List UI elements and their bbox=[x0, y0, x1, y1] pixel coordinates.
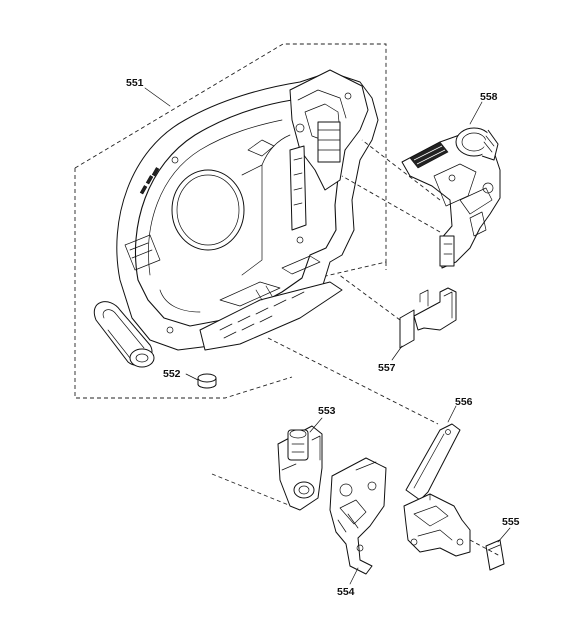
part-556-arm bbox=[403, 423, 471, 557]
leader-553 bbox=[309, 417, 323, 433]
callout-552: 552 bbox=[163, 368, 181, 380]
align-553 bbox=[211, 473, 297, 509]
assembly-boundary bbox=[74, 43, 387, 399]
callout-555: 555 bbox=[502, 516, 520, 528]
callout-558: 558 bbox=[480, 91, 498, 103]
align-557 bbox=[337, 273, 401, 321]
align-556 bbox=[267, 337, 439, 425]
leader-555 bbox=[497, 527, 511, 543]
leader-558 bbox=[469, 101, 483, 125]
part-553-switch bbox=[277, 425, 323, 511]
align-558 bbox=[361, 139, 441, 201]
part-551-chassis bbox=[93, 69, 379, 368]
callout-551: 551 bbox=[126, 77, 144, 89]
part-555-pad bbox=[485, 539, 505, 571]
leader-554 bbox=[349, 567, 359, 585]
leader-556 bbox=[447, 405, 457, 423]
part-557-bracket bbox=[399, 287, 457, 349]
align-558b bbox=[341, 175, 441, 233]
leader-552 bbox=[185, 373, 199, 381]
leader-557 bbox=[391, 345, 403, 361]
part-554-lever-plate bbox=[329, 457, 387, 575]
callout-556: 556 bbox=[455, 396, 473, 408]
leader-551 bbox=[144, 87, 171, 107]
callout-557: 557 bbox=[378, 362, 396, 374]
callout-553: 553 bbox=[318, 405, 336, 417]
align-555 bbox=[469, 539, 501, 557]
part-558-motor-assembly bbox=[401, 127, 501, 269]
callout-554: 554 bbox=[337, 586, 355, 598]
part-552-cap bbox=[197, 373, 217, 389]
